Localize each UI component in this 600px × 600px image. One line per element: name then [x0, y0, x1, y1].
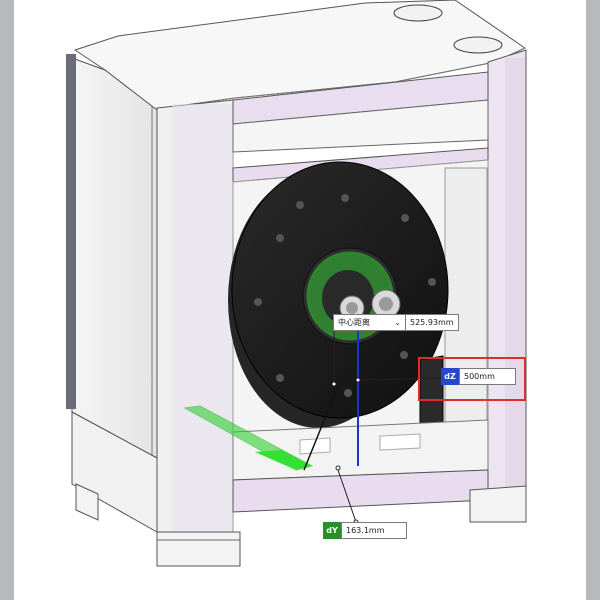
center-distance-callout[interactable]: 中心距离 ⌄ 525.93mm [333, 314, 459, 331]
chevron-down-icon[interactable]: ⌄ [394, 318, 401, 327]
dy-leader [337, 469, 357, 523]
foot-rear-left[interactable] [75, 483, 99, 521]
right-post-face [505, 58, 525, 498]
shaft-hole-left [346, 302, 358, 314]
fan-bolt [276, 234, 284, 242]
foot-front-left[interactable] [156, 531, 241, 567]
viewport-margin-right [586, 0, 600, 600]
top-hole-front[interactable] [453, 36, 503, 54]
dy-value: 163.1mm [341, 522, 407, 539]
left-side-panel[interactable] [71, 57, 158, 459]
selected-floor-edge-bright [255, 450, 312, 470]
foot-right[interactable] [469, 485, 527, 523]
center-distance-value: 525.93mm [405, 314, 459, 331]
left-post-tint [172, 104, 234, 532]
fan-bolt [296, 201, 304, 209]
measure-point[interactable] [335, 465, 341, 471]
fan-bolt [276, 374, 284, 382]
fan-bolt [344, 389, 352, 397]
dz-axis-tag: dZ [441, 368, 459, 385]
fan-bolt [341, 194, 349, 202]
center-distance-label: 中心距离 [338, 318, 370, 327]
floor-slot-1 [299, 437, 331, 455]
dz-leader [357, 377, 442, 381]
fan-bolt [400, 351, 408, 359]
fan-bolt [401, 214, 409, 222]
dy-axis-tag: dY [323, 522, 341, 539]
measure-point[interactable] [331, 381, 337, 387]
left-side-dark-strip [66, 54, 76, 409]
fan-bolt [254, 298, 262, 306]
dz-value: 500mm [459, 368, 516, 385]
measure-point[interactable] [355, 377, 361, 383]
top-inner-beam[interactable] [232, 99, 489, 153]
top-hole-back[interactable] [393, 4, 443, 22]
dy-callout[interactable]: dY 163.1mm [323, 522, 407, 539]
shaft-hole-right [379, 297, 393, 311]
diagonal-measure-line [303, 385, 339, 471]
dz-callout[interactable]: dZ 500mm [441, 368, 516, 385]
fan-bolt [428, 278, 436, 286]
viewport-margin-left [0, 0, 14, 600]
center-distance-dropdown[interactable]: 中心距离 ⌄ [333, 314, 405, 331]
floor-slot-2 [379, 433, 421, 451]
